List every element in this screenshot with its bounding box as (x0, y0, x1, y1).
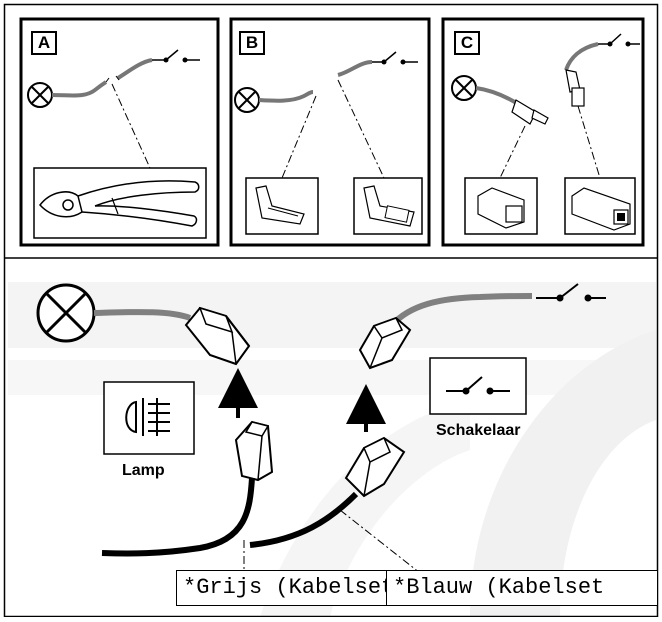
switch-label: Schakelaar (436, 422, 521, 439)
main-switch-symbol-icon (536, 283, 606, 302)
wire-segment (337, 60, 373, 77)
panel-tag-b: B (239, 31, 265, 55)
panel-b (229, 17, 431, 247)
panel-a (19, 17, 220, 247)
panel-tag-a: A (31, 31, 57, 55)
lamp-wire (93, 309, 192, 321)
lamp-connector (184, 306, 251, 366)
kit-connector-grey (234, 420, 274, 482)
kit-wire-grey (101, 477, 255, 557)
switch-connector (358, 316, 412, 370)
kit-wire-blue (249, 491, 359, 548)
wire-label-blue: *Blauw (Kabelset (386, 570, 658, 606)
switch-pictogram-icon (429, 357, 527, 415)
leader-line (339, 509, 421, 574)
wire-segment (51, 80, 108, 98)
lamp-label: Lamp (122, 462, 165, 479)
wire-segment (116, 58, 153, 80)
wire-segment (258, 90, 314, 103)
panel-c (441, 17, 645, 247)
wire-segment (475, 86, 520, 106)
headlamp-pictogram-icon (103, 381, 195, 455)
male-terminal-icon (245, 177, 319, 235)
panel-tag-c: C (454, 31, 480, 55)
main-lamp-symbol-icon (36, 283, 96, 343)
wire-segment (564, 42, 599, 71)
kit-connector-blue (344, 436, 406, 498)
switch-wire (389, 293, 533, 328)
